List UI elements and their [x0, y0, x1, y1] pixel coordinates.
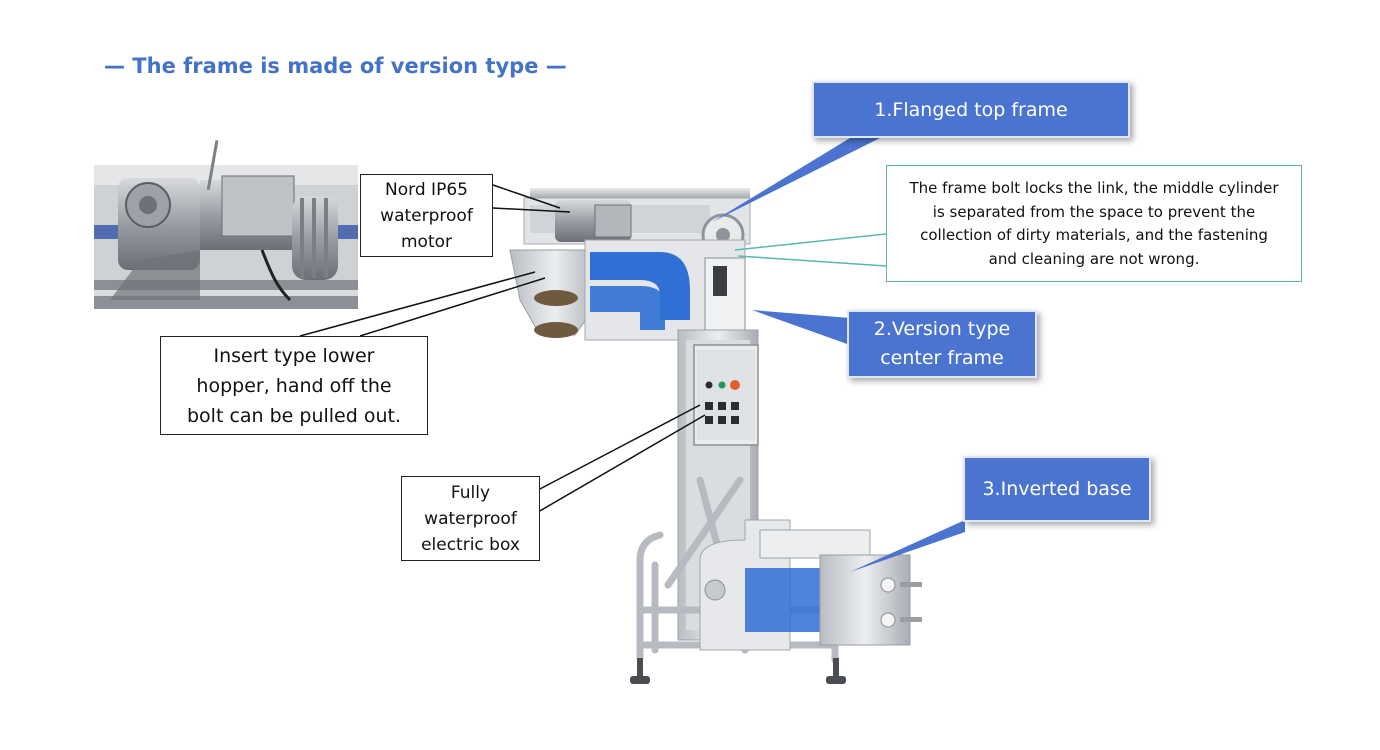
electric-box-note-line1: Fully [450, 482, 491, 503]
callout-flanged-top-frame-text: 1.Flanged top frame [874, 98, 1068, 121]
pointer-base [850, 520, 965, 572]
motor-note-line3: motor [400, 231, 453, 252]
pointer-top-frame [712, 138, 880, 222]
leader-frame-bolt-2 [737, 255, 887, 267]
callout-center-frame-line2: center frame [880, 347, 1004, 369]
leader-electric-2 [537, 414, 706, 513]
callout-inverted-base: 3.Inverted base [963, 456, 1151, 522]
electric-box-note-line2: waterproof [424, 508, 517, 529]
leader-hopper-2 [359, 277, 546, 337]
base-section [699, 519, 922, 651]
frame-bolt-note-line4: and cleaning are not wrong. [988, 249, 1200, 268]
curve-section [584, 239, 746, 341]
frame-bolt-note-line2: is separated from the space to prevent t… [932, 202, 1256, 221]
feet [630, 658, 846, 684]
motor-note: Nord IP65 waterproof motor [360, 174, 493, 257]
frame-bolt-note-line3: collection of dirty materials, and the f… [920, 226, 1268, 244]
leader-hopper-1 [299, 271, 536, 337]
motor-note-line1: Nord IP65 [385, 179, 468, 200]
callout-inverted-base-text: 3.Inverted base [982, 478, 1132, 500]
hopper-note-line1: Insert type lower [213, 344, 375, 367]
pointer-center-frame [752, 310, 850, 345]
hopper-note-line2: hopper, hand off the [196, 374, 392, 397]
callout-flanged-top-frame: 1.Flanged top frame [812, 81, 1130, 138]
top-frame [523, 188, 751, 257]
motor-note-line2: waterproof [380, 205, 473, 226]
electric-box-graphic [693, 344, 759, 446]
callout-center-frame: 2.Version type center frame [847, 310, 1037, 378]
callout-center-frame-line1: 2.Version type [873, 318, 1011, 340]
hopper-note-line3: bolt can be pulled out. [186, 404, 402, 427]
hopper-note: Insert type lower hopper, hand off the b… [160, 336, 428, 435]
frame-bolt-note: The frame bolt locks the link, the middl… [886, 165, 1302, 282]
page-title: — The frame is made of version type — [104, 54, 567, 78]
leader-motor-2 [492, 207, 571, 213]
leader-motor-1 [492, 184, 561, 209]
motor-photo [94, 140, 358, 309]
leader-frame-bolt [734, 233, 887, 251]
electric-box-note-line3: electric box [421, 534, 520, 555]
hopper [509, 249, 601, 338]
electric-box-note: Fully waterproof electric box [401, 476, 540, 561]
leader-electric-1 [537, 404, 701, 491]
frame-bolt-note-line1: The frame bolt locks the link, the middl… [909, 179, 1279, 197]
